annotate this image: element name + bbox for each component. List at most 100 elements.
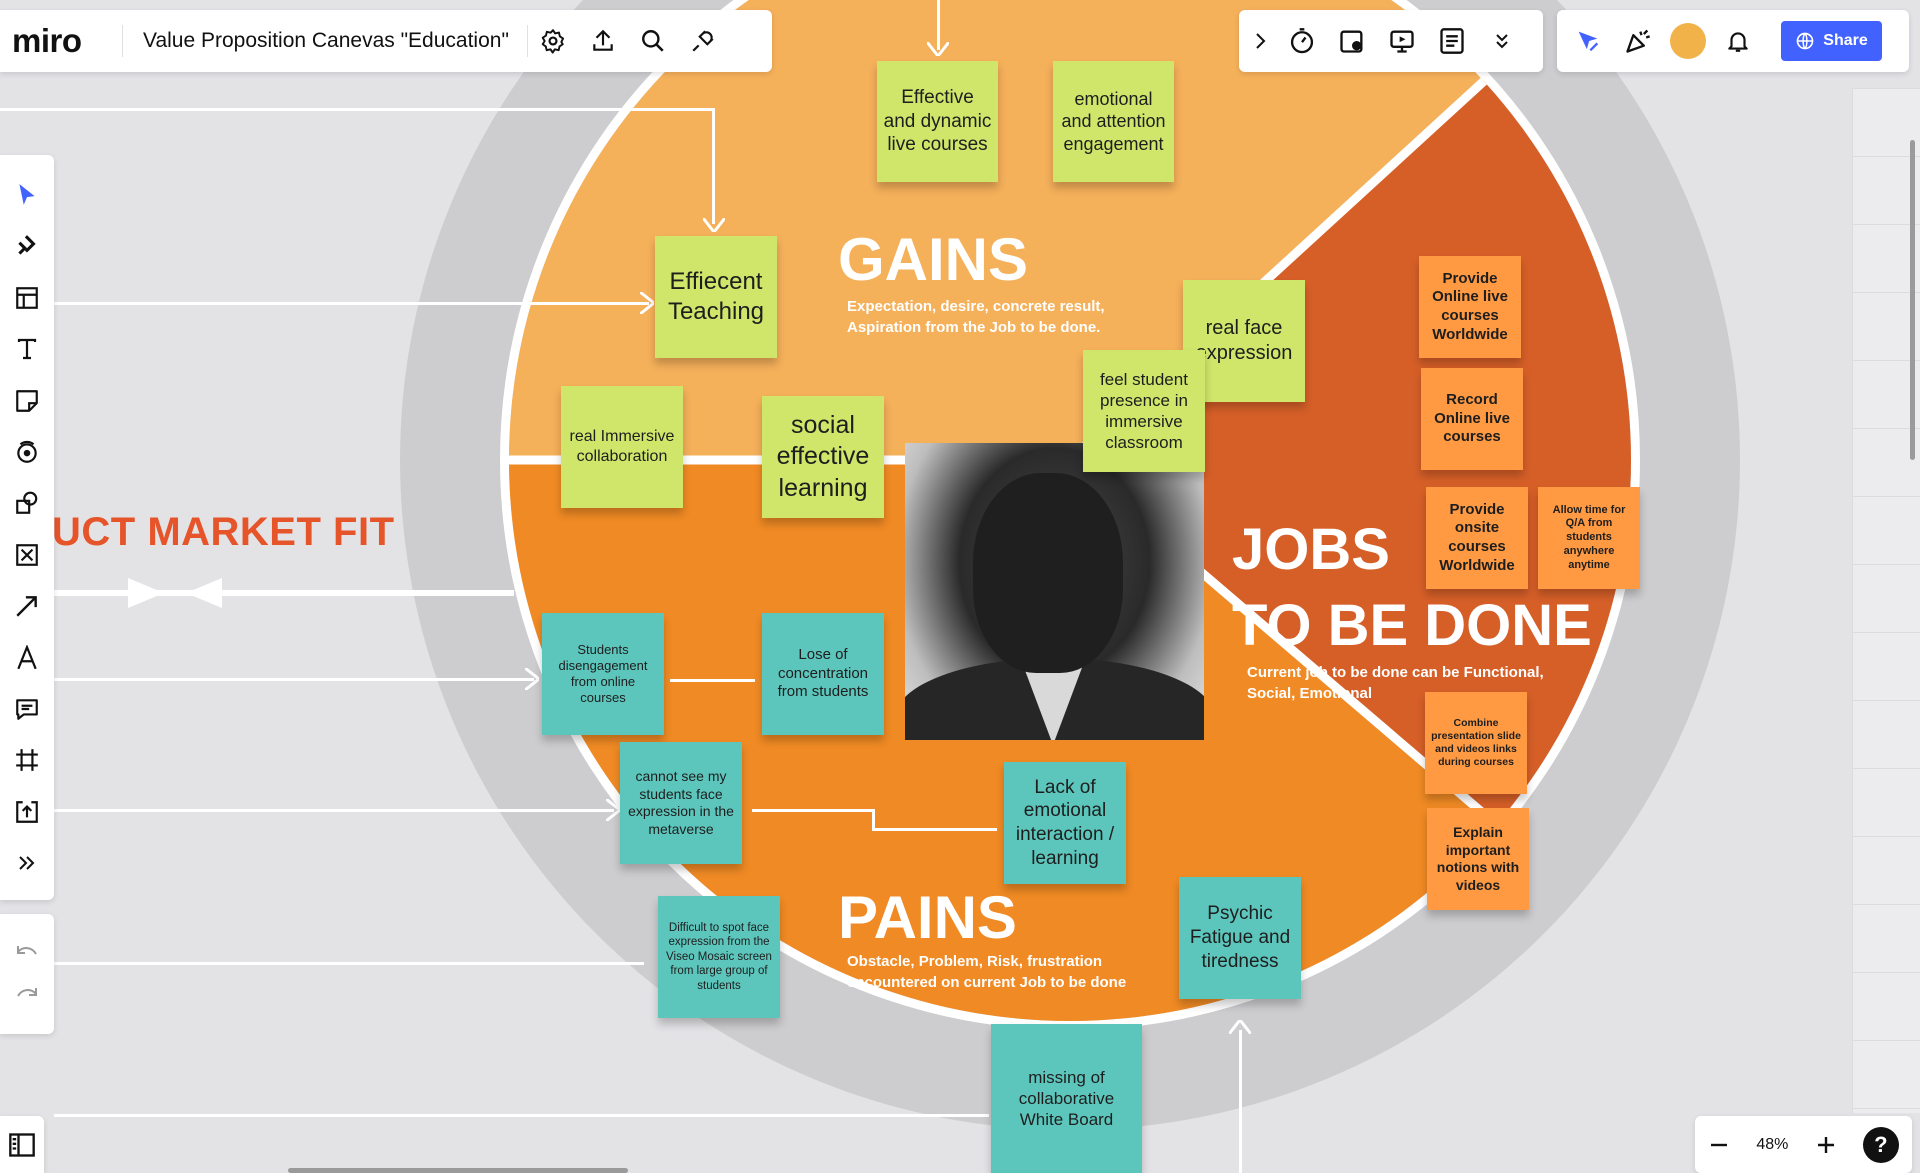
arrow-head-icon xyxy=(927,42,949,56)
left-toolbar xyxy=(0,155,54,900)
jobs-subtitle-line: Social, Emotional xyxy=(1247,685,1373,702)
pen-icon[interactable] xyxy=(7,638,47,678)
plugin-icon[interactable] xyxy=(678,21,728,61)
frame-icon[interactable] xyxy=(7,740,47,780)
gains-subtitle-line: Expectation, desire, concrete result, xyxy=(847,298,1105,315)
sticky-note[interactable]: missing of collaborative White Board xyxy=(991,1024,1142,1173)
shapes-icon[interactable] xyxy=(7,483,47,523)
sidebar-icon xyxy=(9,1132,35,1157)
jira-icon[interactable] xyxy=(7,226,47,266)
connector-line xyxy=(712,108,715,224)
right-rail xyxy=(1852,88,1920,1113)
jobs-title-line-1: JOBS xyxy=(1232,517,1390,582)
arrow-head-icon xyxy=(525,668,539,690)
sticky-note[interactable]: feel student presence in immersive class… xyxy=(1083,350,1205,472)
jobs-subtitle-line: Current job to be done can be Functional… xyxy=(1247,664,1544,681)
pains-title: PAINS xyxy=(838,884,1017,951)
sticky-note[interactable]: Record Online live courses xyxy=(1421,368,1523,470)
settings-icon[interactable] xyxy=(528,21,578,61)
pains-segment xyxy=(509,460,1631,1021)
sticky-note[interactable]: real Immersive collaboration xyxy=(561,386,683,508)
undo-icon[interactable] xyxy=(15,943,39,963)
help-button[interactable]: ? xyxy=(1862,1126,1899,1163)
connector-line xyxy=(872,809,875,829)
gains-subtitle: Expectation, desire, concrete result, As… xyxy=(847,296,1105,338)
photo-face xyxy=(973,473,1123,673)
undo-redo-panel xyxy=(0,914,54,1034)
zoom-out-button[interactable] xyxy=(1708,1134,1730,1156)
upload-board-icon[interactable] xyxy=(7,792,47,832)
divider xyxy=(526,25,528,57)
sticky-note[interactable]: Explain important notions with videos xyxy=(1427,808,1529,910)
text-icon[interactable] xyxy=(7,329,47,369)
value-proposition-circle xyxy=(500,0,1640,1030)
mindmap-icon[interactable] xyxy=(7,432,47,472)
gains-subtitle-line: Aspiration from the Job to be done. xyxy=(847,319,1101,336)
redo-icon[interactable] xyxy=(15,985,39,1005)
arrow-icon[interactable] xyxy=(7,586,47,626)
sticky-note[interactable]: Combine presentation slide and videos li… xyxy=(1425,692,1527,794)
gains-title: GAINS xyxy=(838,226,1029,293)
divider xyxy=(122,25,123,57)
avatar[interactable] xyxy=(1670,23,1706,59)
sticky-note[interactable]: Allow time for Q/A from students anywher… xyxy=(1538,487,1640,589)
sticky-note[interactable]: Lack of emotional interaction / learning xyxy=(1004,762,1126,884)
share-button[interactable]: Share xyxy=(1781,21,1882,61)
sticky-note[interactable]: Students disengagement from online cours… xyxy=(542,613,664,735)
sticky-note[interactable]: Provide Online live courses Worldwide xyxy=(1419,256,1521,358)
upload-icon[interactable] xyxy=(578,21,628,61)
jobs-subtitle: Current job to be done can be Functional… xyxy=(1247,662,1544,704)
sticky-note[interactable]: emotional and attention engagement xyxy=(1053,61,1174,182)
connector-line xyxy=(54,302,649,305)
celebration-icon[interactable] xyxy=(1613,21,1663,61)
bell-icon[interactable] xyxy=(1713,21,1763,61)
notes-icon[interactable] xyxy=(1427,21,1477,61)
connector-line xyxy=(54,1114,989,1117)
zoom-level[interactable]: 48% xyxy=(1756,1135,1789,1153)
comment-icon[interactable] xyxy=(7,689,47,729)
gains-segment xyxy=(509,0,1599,460)
timer-icon[interactable] xyxy=(1277,21,1327,61)
vertical-scrollbar[interactable] xyxy=(1910,140,1915,460)
sticky-note[interactable]: Psychic Fatigue and tiredness xyxy=(1179,877,1301,999)
sticky-note[interactable]: Provide onsite courses Worldwide xyxy=(1426,487,1528,589)
more-icon[interactable] xyxy=(1477,21,1527,61)
more-tools-icon[interactable] xyxy=(7,843,47,883)
sticky-note[interactable]: cannot see my students face expression i… xyxy=(620,742,742,864)
cursor-icon[interactable] xyxy=(1563,21,1613,61)
horizontal-scrollbar[interactable] xyxy=(288,1168,628,1173)
sticky-note[interactable]: social effective learning xyxy=(762,396,884,518)
board-panel-toggle[interactable] xyxy=(0,1116,44,1173)
presentation-icon[interactable] xyxy=(1377,21,1427,61)
zoom-in-button[interactable] xyxy=(1815,1134,1837,1156)
select-icon[interactable] xyxy=(7,175,47,215)
miro-logo[interactable]: miro xyxy=(12,22,82,59)
connector-line xyxy=(872,828,997,831)
arrow-head-icon xyxy=(703,218,725,232)
connector-line xyxy=(54,809,614,812)
globe-icon xyxy=(1796,32,1814,50)
voting-icon[interactable] xyxy=(1327,21,1377,61)
market-fit-label: UCT MARKET FIT xyxy=(52,510,395,554)
sticky-note-icon[interactable] xyxy=(7,381,47,421)
search-icon[interactable] xyxy=(628,21,678,61)
top-bar-board: miro Value Proposition Canevas "Educatio… xyxy=(0,10,772,72)
chevron-right-icon[interactable] xyxy=(1245,21,1277,61)
sticky-note[interactable]: Difficult to spot face expression from t… xyxy=(658,896,780,1018)
connector-line xyxy=(54,590,514,596)
connector-line xyxy=(0,108,714,111)
sticky-note[interactable]: Lose of concentration from students xyxy=(762,613,884,735)
frame-x-icon[interactable] xyxy=(7,535,47,575)
connector-line xyxy=(1239,1030,1242,1173)
templates-icon[interactable] xyxy=(7,278,47,318)
sticky-note[interactable]: Effiecent Teaching xyxy=(655,236,777,358)
portrait-photo[interactable] xyxy=(905,443,1204,740)
share-label: Share xyxy=(1823,32,1868,49)
arrow-left-icon xyxy=(186,578,222,608)
board-title[interactable]: Value Proposition Canevas "Education" xyxy=(143,29,509,52)
arrow-head-icon xyxy=(606,799,620,821)
top-bar-collaboration xyxy=(1239,10,1543,72)
avatar-wrapper[interactable] xyxy=(1663,21,1713,61)
sticky-note[interactable]: Effective and dynamic live courses xyxy=(877,61,998,182)
